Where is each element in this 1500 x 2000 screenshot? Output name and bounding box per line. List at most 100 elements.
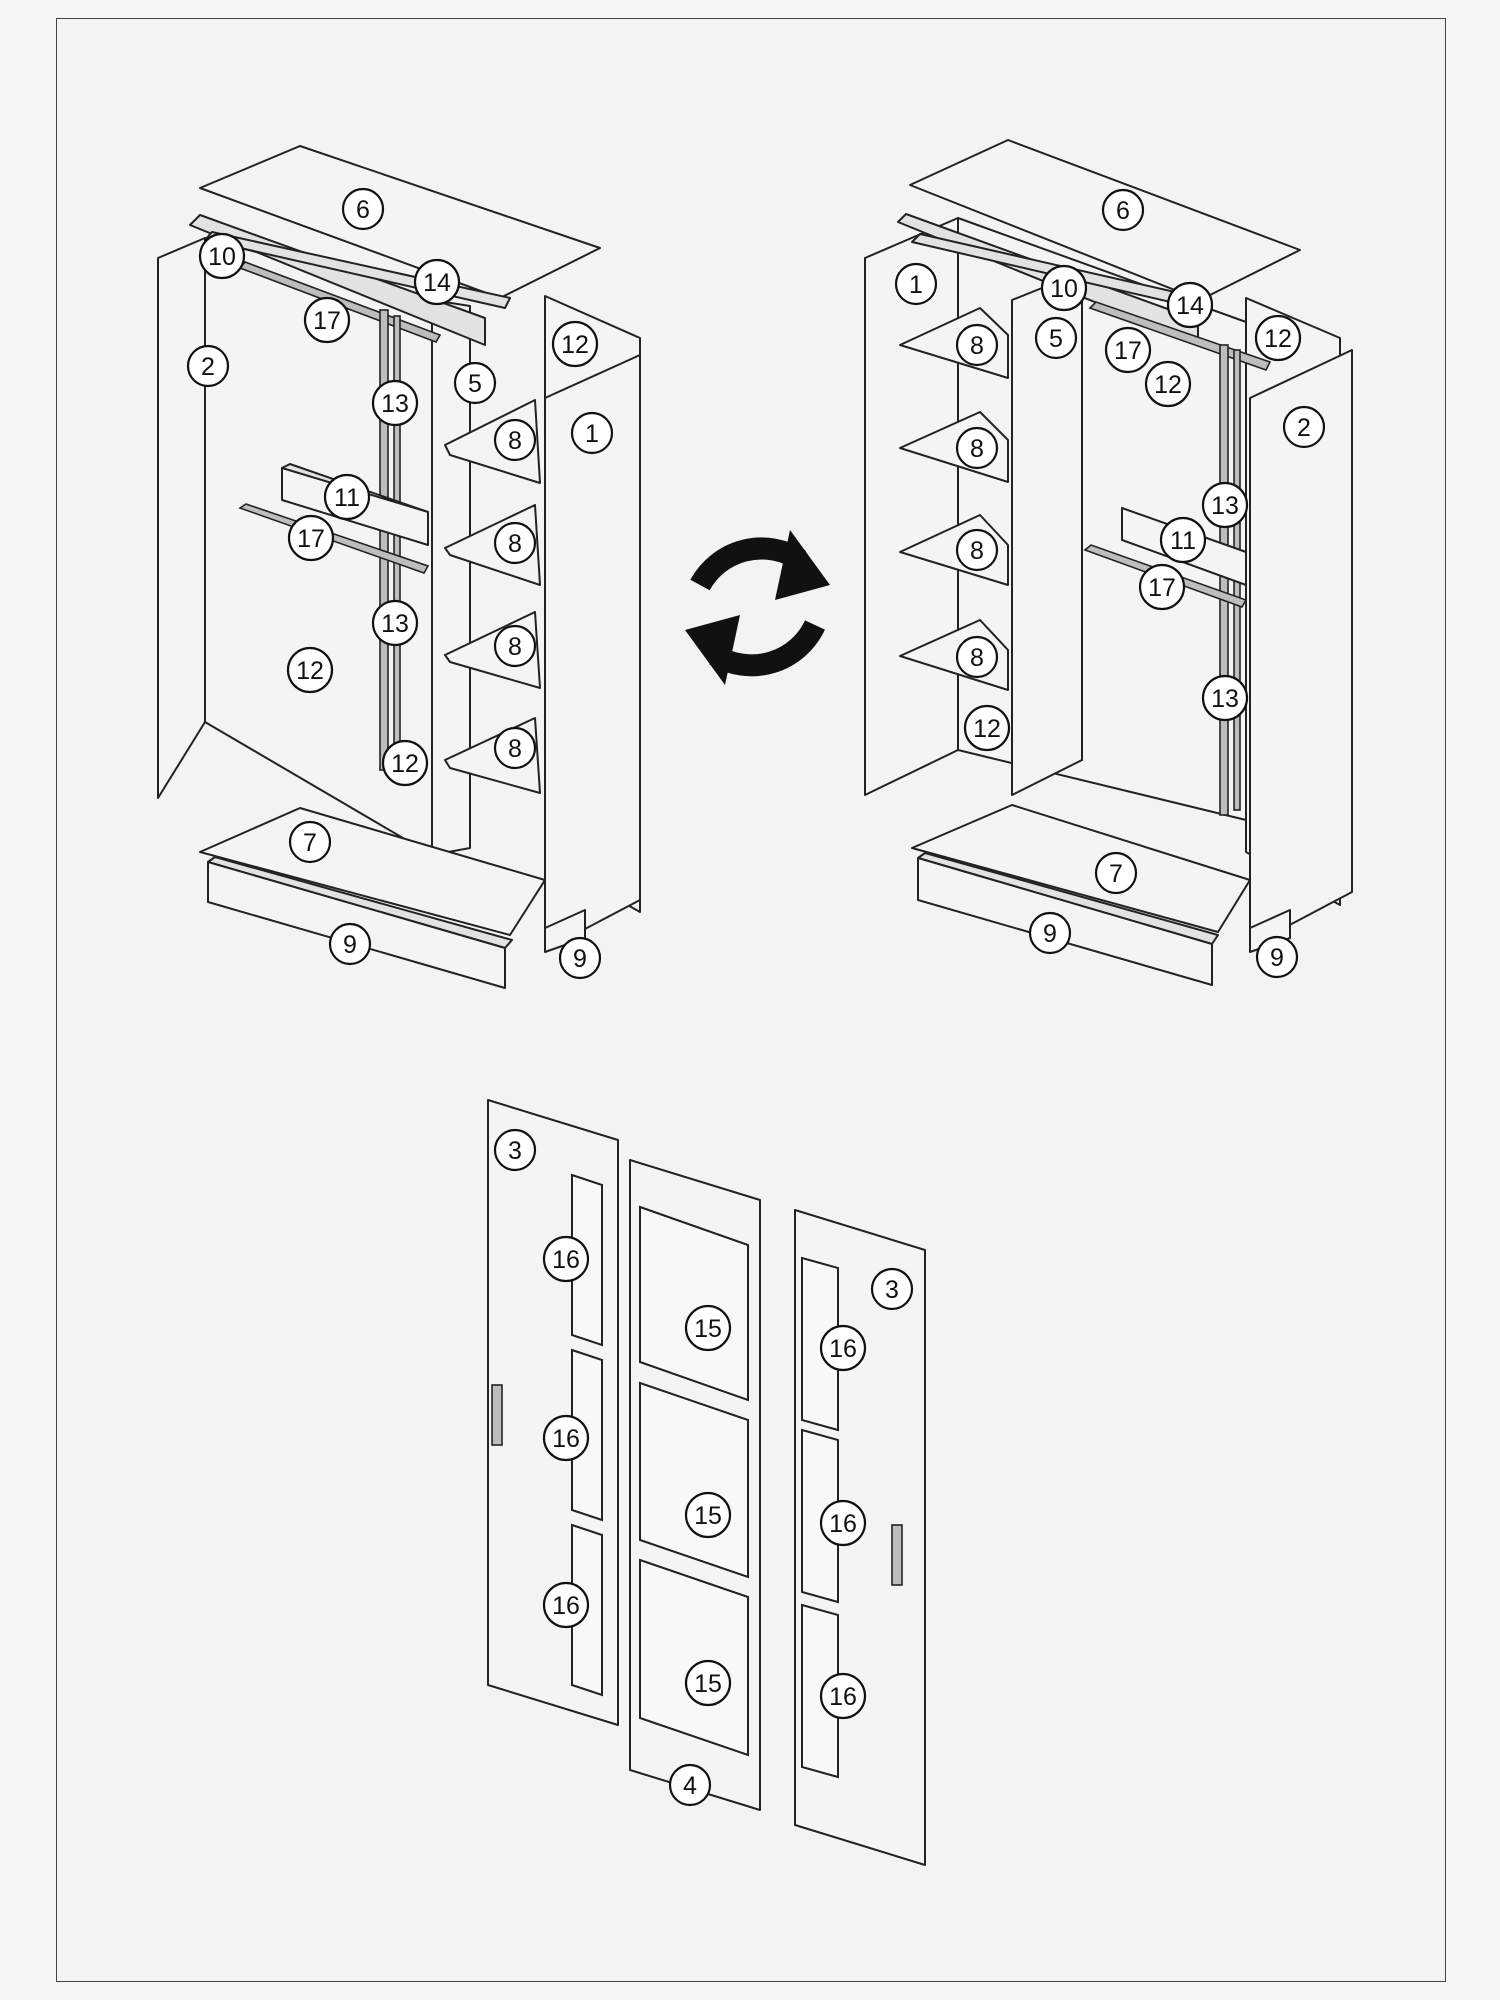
callout-label: 10 — [1050, 275, 1078, 303]
callout-ring — [819, 1324, 867, 1372]
callout-label: 15 — [694, 1670, 722, 1698]
callout-ring — [955, 528, 999, 572]
callout-label: 5 — [1049, 325, 1063, 353]
callout-ring — [287, 514, 335, 562]
right-bottom-board — [911, 804, 1251, 933]
callout-14: 14 — [413, 258, 461, 306]
left-outer-side-panel — [544, 354, 641, 951]
callout-ring — [1094, 851, 1138, 895]
callout-ring — [186, 344, 230, 388]
callout-label: 12 — [296, 657, 324, 685]
right-upright — [1219, 344, 1229, 816]
callout-5: 5 — [453, 361, 497, 405]
callout-9: 9 — [1255, 935, 1299, 979]
callout-ring — [1104, 326, 1152, 374]
callout-15: 15 — [684, 1659, 732, 1707]
callout-10: 10 — [198, 232, 246, 280]
callout-label: 14 — [1176, 292, 1204, 320]
callout-label: 12 — [1264, 325, 1292, 353]
callout-2: 2 — [186, 344, 230, 388]
callout-ring — [328, 922, 372, 966]
callout-ring — [684, 1659, 732, 1707]
callout-label: 12 — [973, 715, 1001, 743]
callout-ring — [286, 646, 334, 694]
callout-16: 16 — [542, 1235, 590, 1283]
callout-ring — [198, 232, 246, 280]
callout-4: 4 — [668, 1763, 712, 1807]
callout-ring — [341, 187, 385, 231]
callout-label: 15 — [694, 1315, 722, 1343]
rotate-arrows-icon — [685, 530, 830, 685]
callout-ring — [288, 820, 332, 864]
right-door-glass-3 — [801, 1603, 839, 1779]
callout-6: 6 — [341, 187, 385, 231]
callout-label: 17 — [297, 525, 325, 553]
callout-ring — [551, 320, 599, 368]
callout-8: 8 — [493, 624, 537, 668]
callout-8: 8 — [955, 528, 999, 572]
callout-12: 12 — [286, 646, 334, 694]
callout-label: 12 — [1154, 371, 1182, 399]
callout-label: 9 — [343, 931, 357, 959]
callout-label: 13 — [1211, 685, 1239, 713]
callout-label: 7 — [1109, 860, 1123, 888]
callout-ring — [870, 1267, 914, 1311]
callout-label: 3 — [885, 1276, 899, 1304]
center-door-glass-3 — [639, 1558, 749, 1757]
callout-label: 9 — [1270, 944, 1284, 972]
callout-15: 15 — [684, 1491, 732, 1539]
callout-ring — [493, 418, 537, 462]
callout-17: 17 — [303, 296, 351, 344]
left-side-panel — [157, 237, 206, 799]
callout-label: 11 — [334, 484, 360, 512]
callout-7: 7 — [1094, 851, 1138, 895]
left-upright — [379, 309, 389, 771]
right-door-handle — [891, 1524, 903, 1586]
center-door-glass-1 — [639, 1205, 749, 1402]
callout-12: 12 — [551, 320, 599, 368]
callout-13: 13 — [1201, 674, 1249, 722]
callout-label: 8 — [970, 537, 984, 565]
callout-ring — [894, 262, 938, 306]
callout-label: 16 — [829, 1510, 857, 1538]
callout-ring — [1034, 316, 1078, 360]
callout-ring — [493, 1128, 537, 1172]
doors-group — [487, 1099, 926, 1866]
callout-ring — [1040, 264, 1088, 312]
callout-12: 12 — [1254, 314, 1302, 362]
callout-ring — [1282, 405, 1326, 449]
callout-label: 12 — [561, 331, 589, 359]
callout-8: 8 — [955, 323, 999, 367]
callout-1: 1 — [894, 262, 938, 306]
callout-ring — [381, 739, 429, 787]
callout-ring — [1201, 481, 1249, 529]
callout-ring — [542, 1414, 590, 1462]
callout-label: 2 — [201, 353, 215, 381]
callout-ring — [819, 1499, 867, 1547]
callout-ring — [955, 323, 999, 367]
callout-12: 12 — [1144, 360, 1192, 408]
callout-label: 2 — [1297, 414, 1311, 442]
callout-label: 10 — [208, 243, 236, 271]
callout-label: 1 — [585, 420, 599, 448]
callout-14: 14 — [1166, 281, 1214, 329]
left-bottom-board — [199, 807, 546, 936]
callout-ring — [371, 379, 419, 427]
callout-label: 9 — [1043, 920, 1057, 948]
callout-9: 9 — [558, 936, 602, 980]
callout-ring — [558, 936, 602, 980]
callout-ring — [684, 1304, 732, 1352]
callout-label: 3 — [508, 1137, 522, 1165]
callout-label: 11 — [1170, 527, 1196, 555]
callout-ring — [493, 726, 537, 770]
callout-8: 8 — [955, 426, 999, 470]
callout-label: 16 — [829, 1335, 857, 1363]
callout-ring — [453, 361, 497, 405]
callout-16: 16 — [542, 1581, 590, 1629]
callout-ring — [684, 1491, 732, 1539]
callout-label: 8 — [970, 644, 984, 672]
callout-16: 16 — [819, 1324, 867, 1372]
callout-label: 4 — [683, 1772, 697, 1800]
